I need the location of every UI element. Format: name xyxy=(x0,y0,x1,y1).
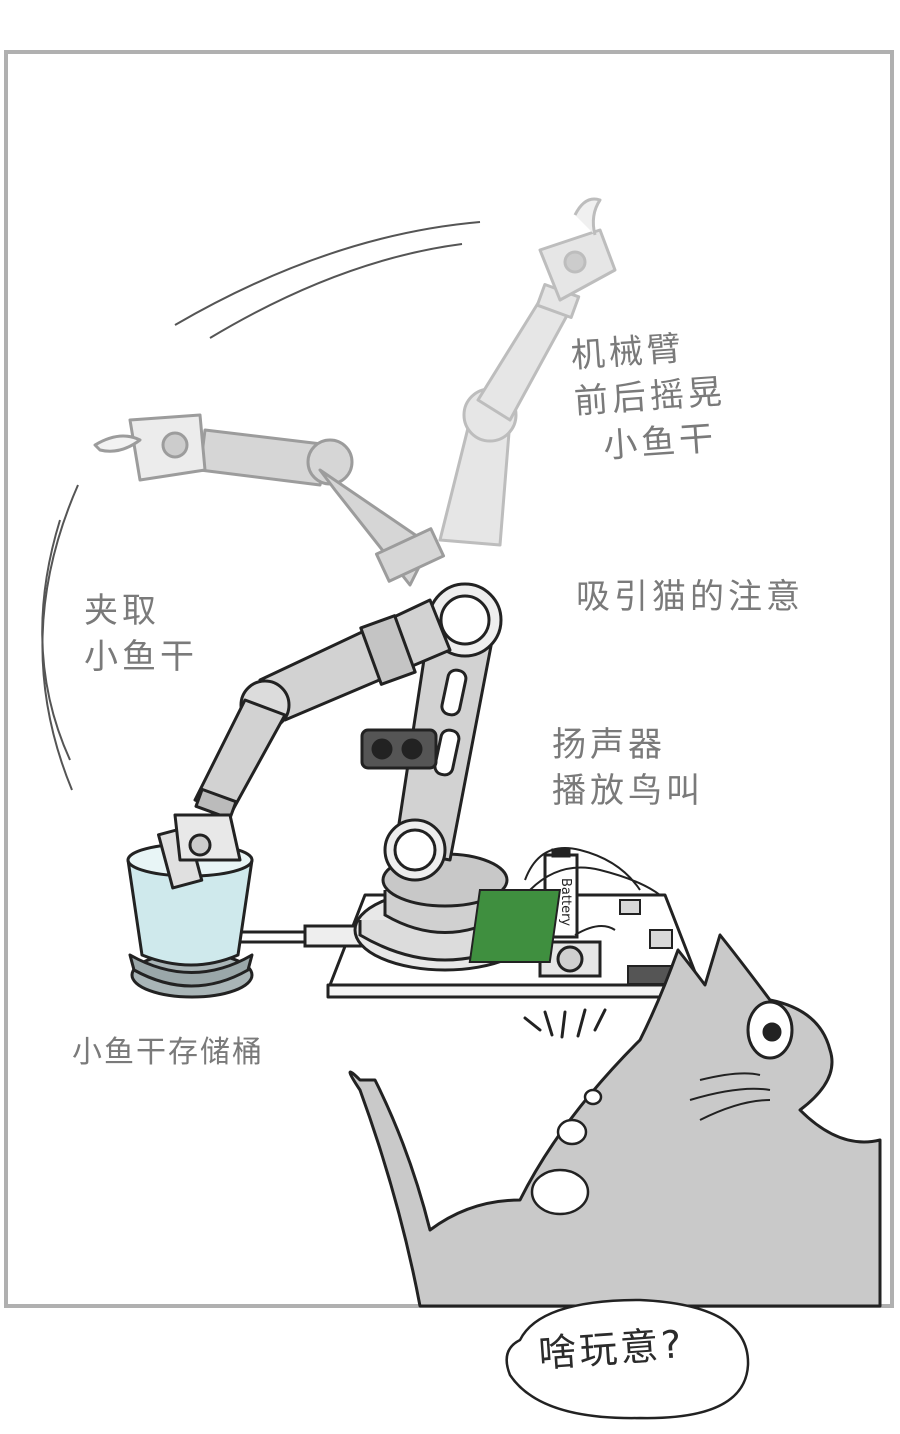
label-speaker: 扬声器 播放鸟叫 xyxy=(552,722,704,814)
sound-lines xyxy=(525,1010,605,1037)
label-arm-swing: 机械臂 前后摇晃 小鱼干 xyxy=(569,323,730,471)
label-fish-bucket: 小鱼干存储桶 xyxy=(72,1030,264,1076)
label-grab-fish: 夹取 小鱼干 xyxy=(84,588,198,680)
cat-speech-text: 啥玩意? xyxy=(536,1313,686,1378)
battery-label: Battery xyxy=(558,878,573,926)
bucket-connector xyxy=(240,926,365,946)
camera-module xyxy=(362,730,436,768)
robot-arm xyxy=(175,584,501,880)
ghost-arm-extended xyxy=(95,415,444,585)
label-attract-cat: 吸引猫的注意 xyxy=(576,574,804,620)
